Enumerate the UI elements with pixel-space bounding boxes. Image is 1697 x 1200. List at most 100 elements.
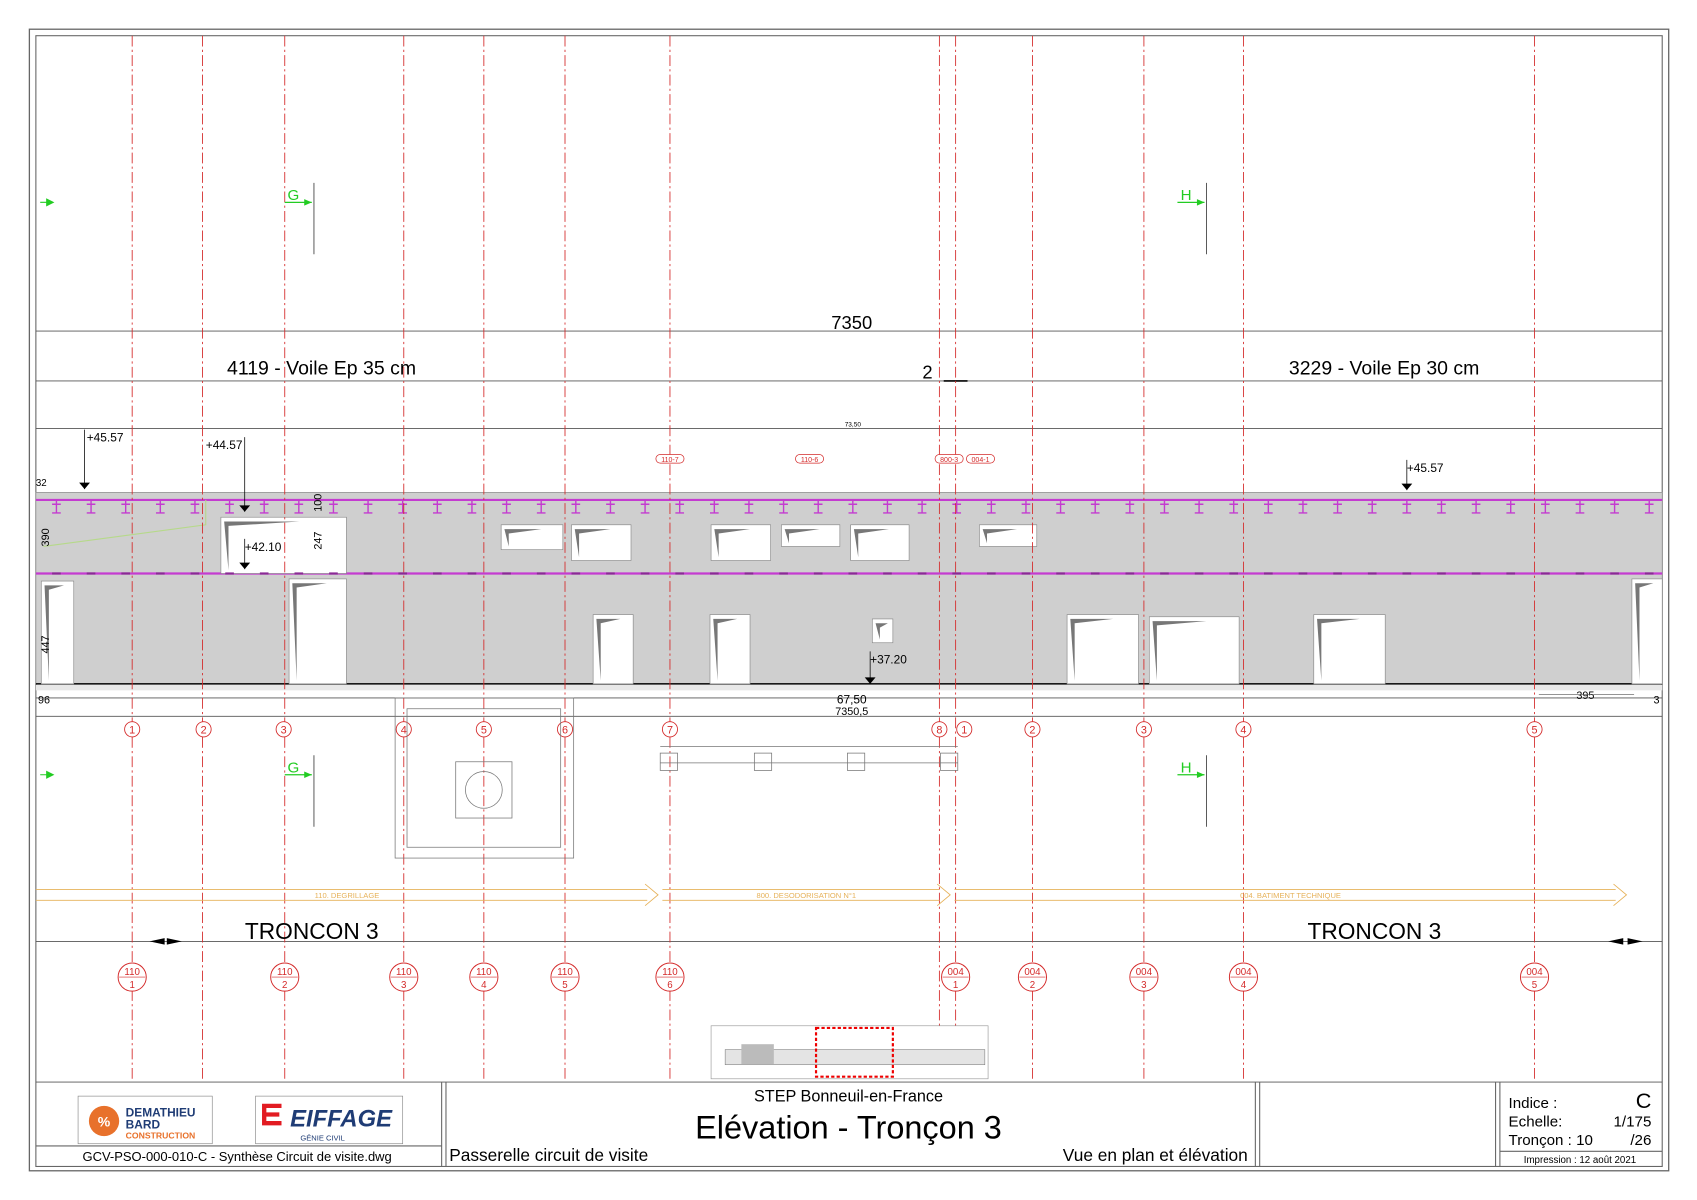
troncon-end-marker — [1608, 938, 1643, 945]
axis-bubble-label: 7 — [667, 725, 673, 737]
axis-bubble-label: 1 — [129, 725, 135, 737]
reference-top: 110 — [277, 967, 293, 978]
zone-label: 004. BATIMENT TECHNIQUE — [1240, 891, 1341, 900]
svg-text:%: % — [98, 1113, 111, 1129]
level-triangle — [239, 562, 251, 570]
tag-label: 110-7 — [661, 457, 679, 464]
beam-posts — [52, 499, 1654, 575]
beam-post — [363, 499, 373, 514]
beam-post — [606, 499, 615, 514]
support — [659, 752, 678, 771]
beam-post — [1367, 499, 1377, 514]
support — [940, 752, 959, 771]
beam-post — [1021, 499, 1031, 514]
logo1-line2: BARD — [126, 1118, 161, 1132]
zone-label: 110. DEGRILLAGE — [315, 891, 380, 900]
level-label: +45.57 — [1407, 461, 1444, 475]
axis-bubble — [124, 721, 141, 738]
green-ramp — [43, 499, 207, 547]
beam-post — [52, 499, 61, 514]
dim-395: 395 — [1576, 690, 1594, 702]
axis-bubble — [931, 721, 948, 738]
reference-top: 004 — [1526, 967, 1543, 978]
support — [847, 752, 866, 771]
dim-3: 3 — [1654, 694, 1660, 706]
beam-post — [675, 499, 685, 514]
dim-247: 247 — [313, 532, 325, 550]
beam-post — [294, 499, 304, 514]
beam-post — [190, 499, 200, 514]
opening-shadow — [1317, 618, 1360, 681]
troncon-label: Tronçon : 10 — [1509, 1132, 1593, 1149]
reference-top: 004 — [1024, 967, 1041, 978]
total-dimension: 7350 — [831, 312, 872, 333]
beam-post — [86, 499, 96, 514]
key-plan-thumbnail — [710, 1025, 989, 1080]
beam-post — [744, 499, 754, 514]
axis-bubble — [1526, 721, 1543, 738]
beam-post — [709, 499, 719, 514]
beam-post — [502, 499, 511, 514]
dim-6750: 67,50 — [837, 692, 867, 706]
opening-shadow — [292, 583, 327, 681]
axis-bubble-label: 2 — [201, 725, 207, 737]
opening — [288, 578, 347, 685]
opening-shadow — [504, 529, 542, 547]
beam-post — [571, 499, 581, 514]
opening-shadow — [44, 585, 65, 681]
opening — [500, 524, 564, 551]
opening-shadow — [596, 618, 621, 681]
opening-shadow — [713, 618, 738, 681]
beam-post — [848, 499, 858, 514]
reference-bottom: 4 — [481, 980, 487, 991]
opening-shadow — [875, 623, 888, 640]
dim-32: 32 — [36, 478, 47, 489]
small-dim-top: 73,50 — [845, 421, 862, 428]
beam-post — [813, 499, 823, 514]
opening — [1066, 614, 1139, 685]
pit-outer — [394, 697, 575, 859]
band-lines — [35, 330, 1663, 1083]
beam-post — [1575, 499, 1585, 514]
beam-post — [640, 499, 650, 514]
beam-post — [329, 499, 338, 514]
beam-post — [536, 499, 546, 514]
beam-post — [1229, 499, 1239, 514]
level-label: +45.57 — [87, 430, 124, 444]
beam-post — [1541, 499, 1550, 514]
zone-arrow — [662, 883, 951, 907]
pump-circle — [465, 771, 503, 809]
eiffage-logo: EIFFAGE GÉNIE CIVIL — [255, 1095, 404, 1145]
opening-shadow — [853, 529, 889, 558]
axis-bubble-label: 5 — [1532, 725, 1538, 737]
beam-post — [1333, 499, 1342, 514]
opening-shadow — [982, 529, 1018, 544]
axis-bubble — [475, 721, 492, 738]
logo2-name: EIFFAGE — [290, 1105, 393, 1132]
axis-bubble — [275, 721, 292, 738]
beam-post — [121, 499, 131, 514]
section-arrow-icon — [1196, 771, 1205, 778]
axis-bubble-label: 3 — [1141, 725, 1147, 737]
beam-post — [467, 499, 477, 514]
beam-post — [883, 499, 892, 514]
title-block: % DEMATHIEU BARD CONSTRUCTION EIFFAGE GÉ… — [35, 1082, 1663, 1167]
opening-shadow — [1070, 618, 1114, 681]
level-label: +37.20 — [870, 652, 907, 666]
dimensions: 390 447 247 100 32 96 395 3 67,50 7350,5 — [36, 478, 1660, 718]
reference-bottom: 6 — [667, 980, 672, 991]
dim-390: 390 — [40, 528, 52, 546]
beam-post — [398, 499, 408, 514]
ground-hatch — [35, 684, 1663, 691]
tag-pill — [966, 454, 995, 464]
axis-bubble — [1024, 721, 1041, 738]
beam-post — [1264, 499, 1273, 514]
axis-bubble-label: 8 — [936, 725, 942, 737]
outer-frame — [28, 28, 1670, 1172]
section-arrow-icon — [1196, 199, 1205, 206]
zone-arrow — [954, 883, 1628, 907]
